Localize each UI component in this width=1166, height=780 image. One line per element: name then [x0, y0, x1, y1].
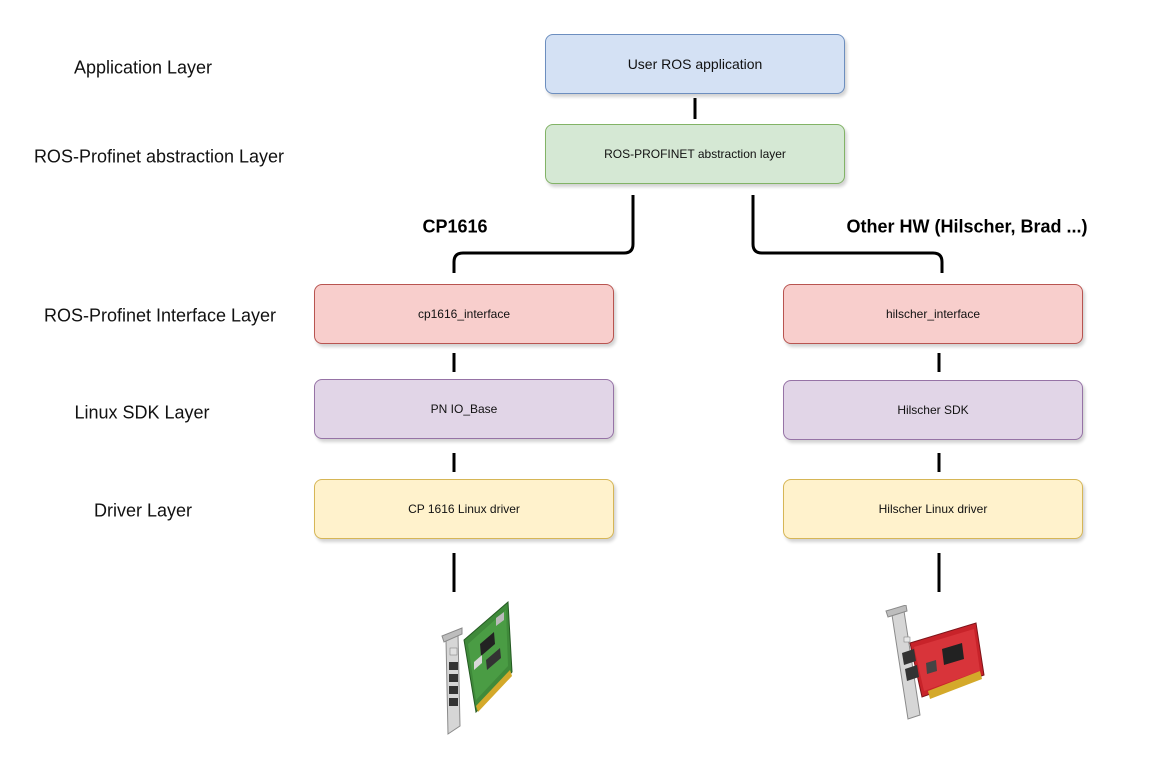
box-hilscher-linux-driver: Hilscher Linux driver [783, 479, 1083, 539]
layer-label-sdk: Linux SDK Layer [74, 402, 210, 423]
box-ros-profinet-abstraction: ROS-PROFINET abstraction layer [545, 124, 845, 184]
layer-label-driver: Driver Layer [93, 500, 193, 521]
box-pn-io-base: PN IO_Base [314, 379, 614, 439]
box-hilscher-interface: hilscher_interface [783, 284, 1083, 344]
box-cp1616-linux-driver: CP 1616 Linux driver [314, 479, 614, 539]
layer-label-application: Application Layer [73, 57, 213, 78]
branch-label-cp1616: CP1616 [422, 216, 488, 237]
box-user-ros-application: User ROS application [545, 34, 845, 94]
cp1616-card-icon [441, 600, 513, 735]
connector-abstraction-left [452, 195, 635, 273]
hilscher-card-icon [885, 605, 985, 720]
branch-label-other-hw: Other HW (Hilscher, Brad ...) [846, 216, 1088, 237]
box-cp1616-interface: cp1616_interface [314, 284, 614, 344]
connector-abstraction-right [751, 195, 944, 273]
layer-label-interface: ROS-Profinet Interface Layer [43, 305, 277, 326]
box-hilscher-sdk: Hilscher SDK [783, 380, 1083, 440]
layer-label-abstraction: ROS-Profinet abstraction Layer [33, 146, 285, 167]
